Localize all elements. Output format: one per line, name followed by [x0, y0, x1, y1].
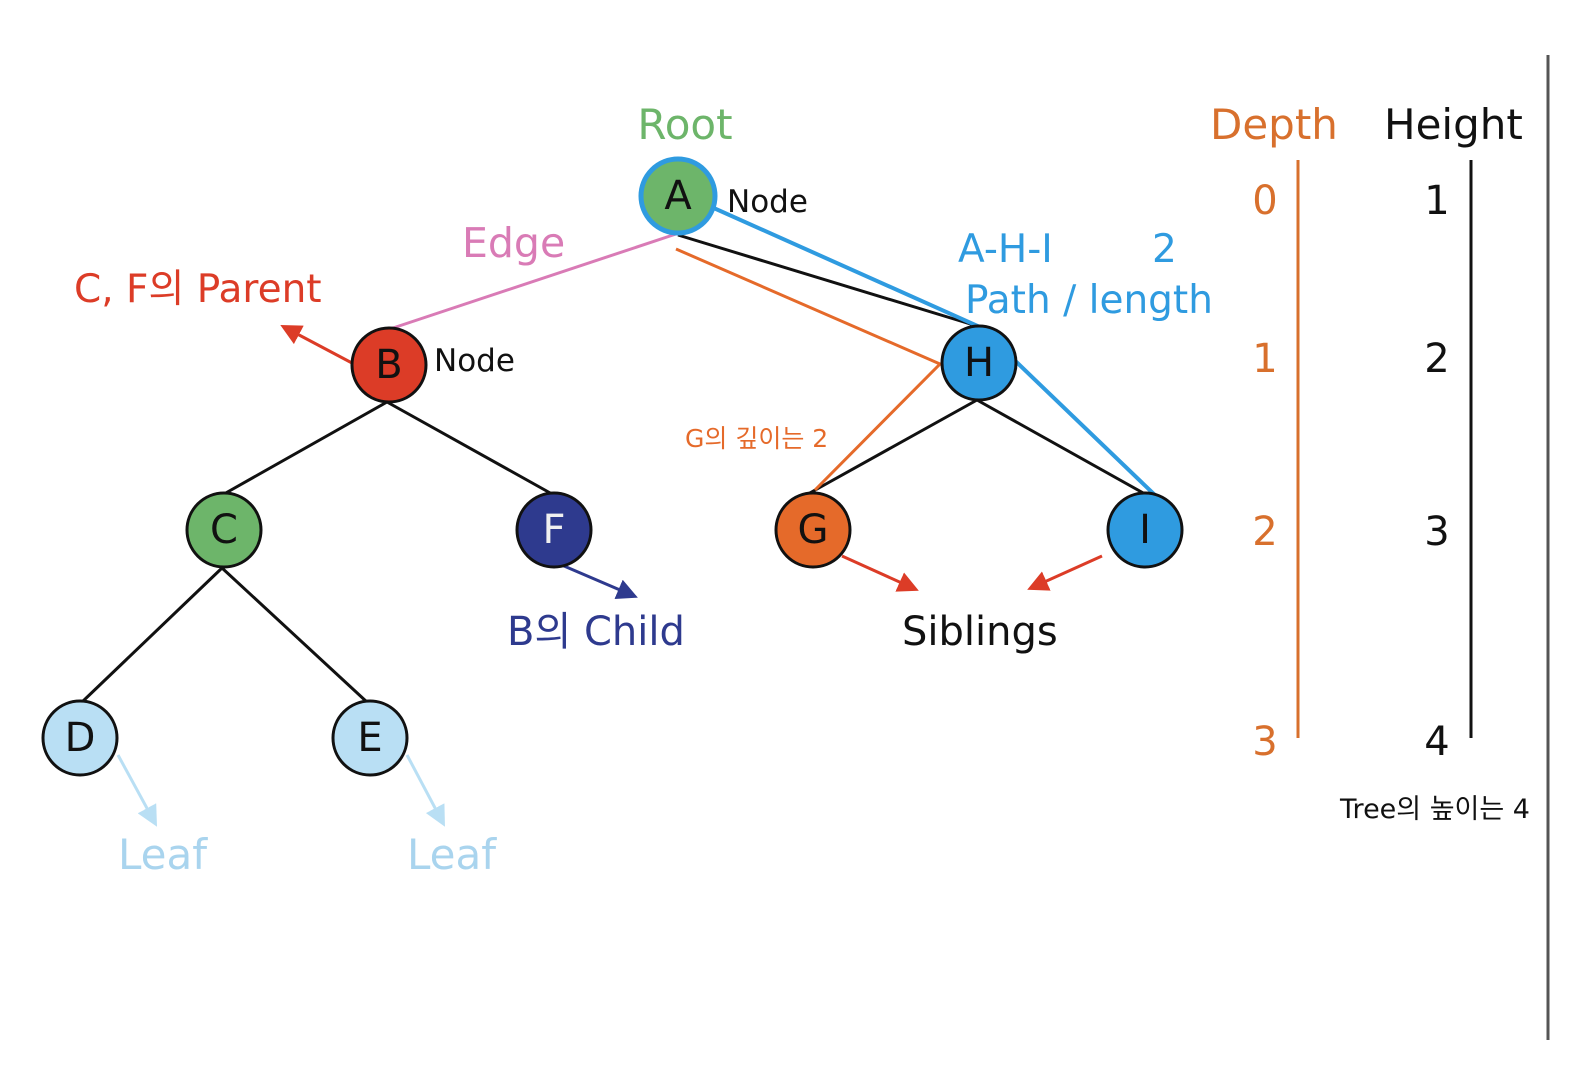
- g-depth-label: G의 깊이는 2: [685, 424, 828, 453]
- leaf-label-d: Leaf: [118, 830, 208, 879]
- node-h-label: H: [964, 340, 994, 386]
- node-a-annotation: Node: [727, 184, 808, 220]
- node-d: D: [41, 699, 119, 777]
- edge-h-i: [976, 398, 1146, 496]
- node-c-label: C: [210, 507, 238, 553]
- siblings-label: Siblings: [902, 609, 1058, 655]
- node-g-label: G: [798, 507, 829, 553]
- path-nodes-label: A-H-I: [958, 227, 1053, 272]
- parent-label: C, F의 Parent: [74, 267, 322, 312]
- node-e-label: E: [357, 715, 382, 761]
- depth-value-2: 2: [1252, 509, 1277, 555]
- leaf-label-e: Leaf: [407, 830, 497, 879]
- node-a: A: [638, 156, 718, 236]
- edge-c-d: [79, 566, 224, 705]
- node-d-label: D: [65, 715, 96, 761]
- path-length-label: Path / length: [965, 278, 1213, 323]
- edge-label: Edge: [462, 219, 565, 267]
- height-value-2: 2: [1424, 336, 1449, 382]
- node-h: H: [940, 324, 1018, 402]
- node-c: C: [185, 491, 263, 569]
- depth-value-0: 0: [1252, 178, 1277, 224]
- node-i: I: [1106, 491, 1184, 569]
- sibling-arrow-left: [841, 554, 919, 592]
- edge-b-f: [386, 400, 553, 496]
- height-value-3: 3: [1424, 509, 1449, 555]
- path-a-h-i: [706, 203, 1160, 500]
- node-f: F: [515, 491, 593, 569]
- node-e: E: [331, 699, 409, 777]
- sibling-arrow-right: [1027, 554, 1103, 591]
- leaf-arrow-e: [405, 754, 445, 827]
- edge-a-b-highlight: [389, 232, 677, 331]
- edge-h-g: [807, 398, 978, 496]
- tree-edges: [79, 233, 1146, 705]
- node-b-annotation: Node: [434, 343, 515, 379]
- edge-b-c: [223, 400, 388, 496]
- edge-c-e: [220, 566, 370, 705]
- node-a-label: A: [664, 173, 692, 219]
- node-f-label: F: [542, 507, 565, 553]
- node-i-label: I: [1139, 507, 1151, 553]
- node-b: B: [350, 326, 428, 404]
- depth-title: Depth: [1210, 100, 1338, 149]
- depth-value-3: 3: [1252, 719, 1277, 765]
- path-length-value: 2: [1152, 227, 1177, 272]
- height-title: Height: [1384, 100, 1523, 149]
- child-arrow: [556, 561, 638, 600]
- edge-a-h: [677, 233, 978, 328]
- node-g: G: [774, 491, 852, 569]
- height-value-1: 1: [1424, 178, 1449, 224]
- leaf-arrow-d: [116, 754, 158, 827]
- tree-height-label: Tree의 높이는 4: [1339, 794, 1530, 825]
- node-b-label: B: [375, 342, 402, 388]
- g-depth-path: [675, 247, 943, 492]
- child-label: B의 Child: [507, 609, 685, 655]
- depth-value-1: 1: [1252, 336, 1277, 382]
- parent-arrow: [280, 325, 353, 365]
- height-value-4: 4: [1424, 719, 1449, 765]
- root-label: Root: [637, 100, 732, 149]
